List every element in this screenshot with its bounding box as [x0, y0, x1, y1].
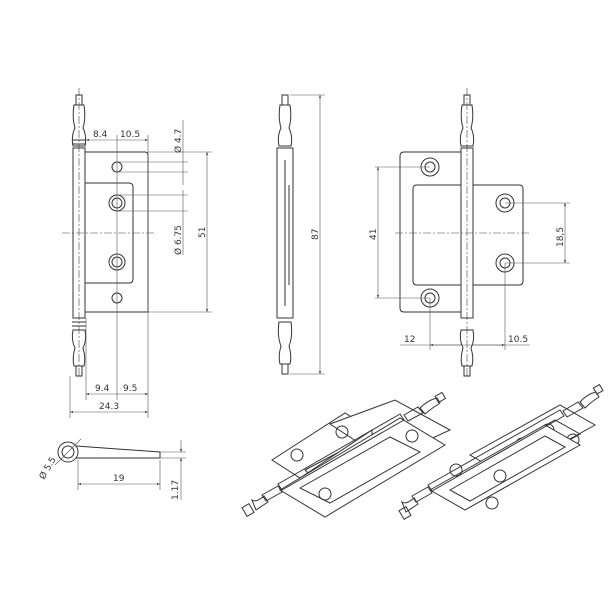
side-view: 87 — [276, 94, 325, 375]
dim-9-4: 9.4 — [95, 384, 110, 394]
front-view: 8.4 10.5 Ø 4.7 Ø 6.75 51 9.4 9.5 24.3 — [62, 88, 212, 418]
dim-dia-6-75: Ø 6.75 — [173, 225, 184, 255]
dim-dia-5-5: Ø 5.5 — [37, 455, 59, 482]
dim-24-3: 24.3 — [99, 402, 119, 412]
dim-51: 51 — [198, 227, 208, 238]
dim-12: 12 — [404, 335, 415, 345]
isometric-hinge-open — [398, 383, 604, 521]
dim-19: 19 — [113, 474, 125, 484]
dim-1-17: 1.17 — [171, 480, 181, 500]
dim-10-5: 10.5 — [120, 130, 140, 140]
dim-87: 87 — [311, 229, 321, 240]
dim-9-5: 9.5 — [123, 384, 137, 394]
dim-18-5: 18,5 — [556, 227, 566, 247]
dim-10-5-right: 10.5 — [508, 335, 528, 345]
section-view: Ø 5.5 19 1.17 — [37, 438, 186, 500]
open-view: 41 18,5 12 10.5 — [369, 88, 570, 378]
dim-dia-4-7: Ø 4.7 — [173, 129, 184, 153]
dim-41: 41 — [369, 229, 379, 240]
isometric-hinge-closed — [241, 391, 452, 518]
dim-8-4: 8.4 — [93, 130, 108, 140]
